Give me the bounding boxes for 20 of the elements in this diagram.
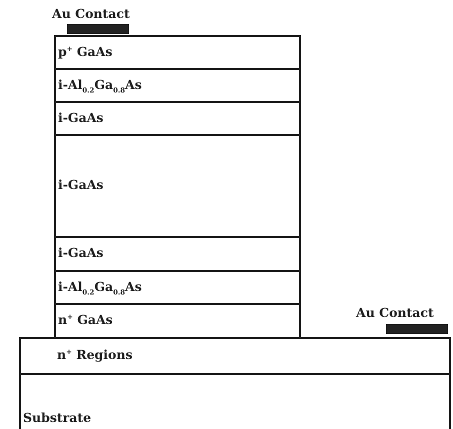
layer-label: n$^{+}$ Regions xyxy=(57,347,132,362)
layer-label: i-GaAs xyxy=(58,177,104,192)
semiconductor-layer xyxy=(54,101,301,136)
contact-label: Au Contact xyxy=(356,305,434,320)
semiconductor-layer xyxy=(54,236,301,272)
semiconductor-layer xyxy=(54,134,301,238)
layer-label: i-Al$_{0.2}$Ga$_{0.8}$As xyxy=(58,278,142,294)
layer-label: Substrate xyxy=(23,410,92,425)
semiconductor-layer xyxy=(19,373,451,429)
semiconductor-layer xyxy=(19,337,451,375)
semiconductor-layer xyxy=(54,68,301,103)
semiconductor-layer xyxy=(54,270,301,305)
layer-label: i-GaAs xyxy=(58,110,104,124)
semiconductor-layer xyxy=(54,303,301,339)
layer-label: p$^{+}$ GaAs xyxy=(58,44,112,58)
layer-label: i-Al$_{0.2}$Ga$_{0.8}$As xyxy=(58,76,142,92)
layer-label: n$^{+}$ GaAs xyxy=(58,312,113,327)
semiconductor-layer xyxy=(54,35,301,70)
layer-label: i-GaAs xyxy=(58,245,104,260)
contact-label: Au Contact xyxy=(52,6,130,21)
